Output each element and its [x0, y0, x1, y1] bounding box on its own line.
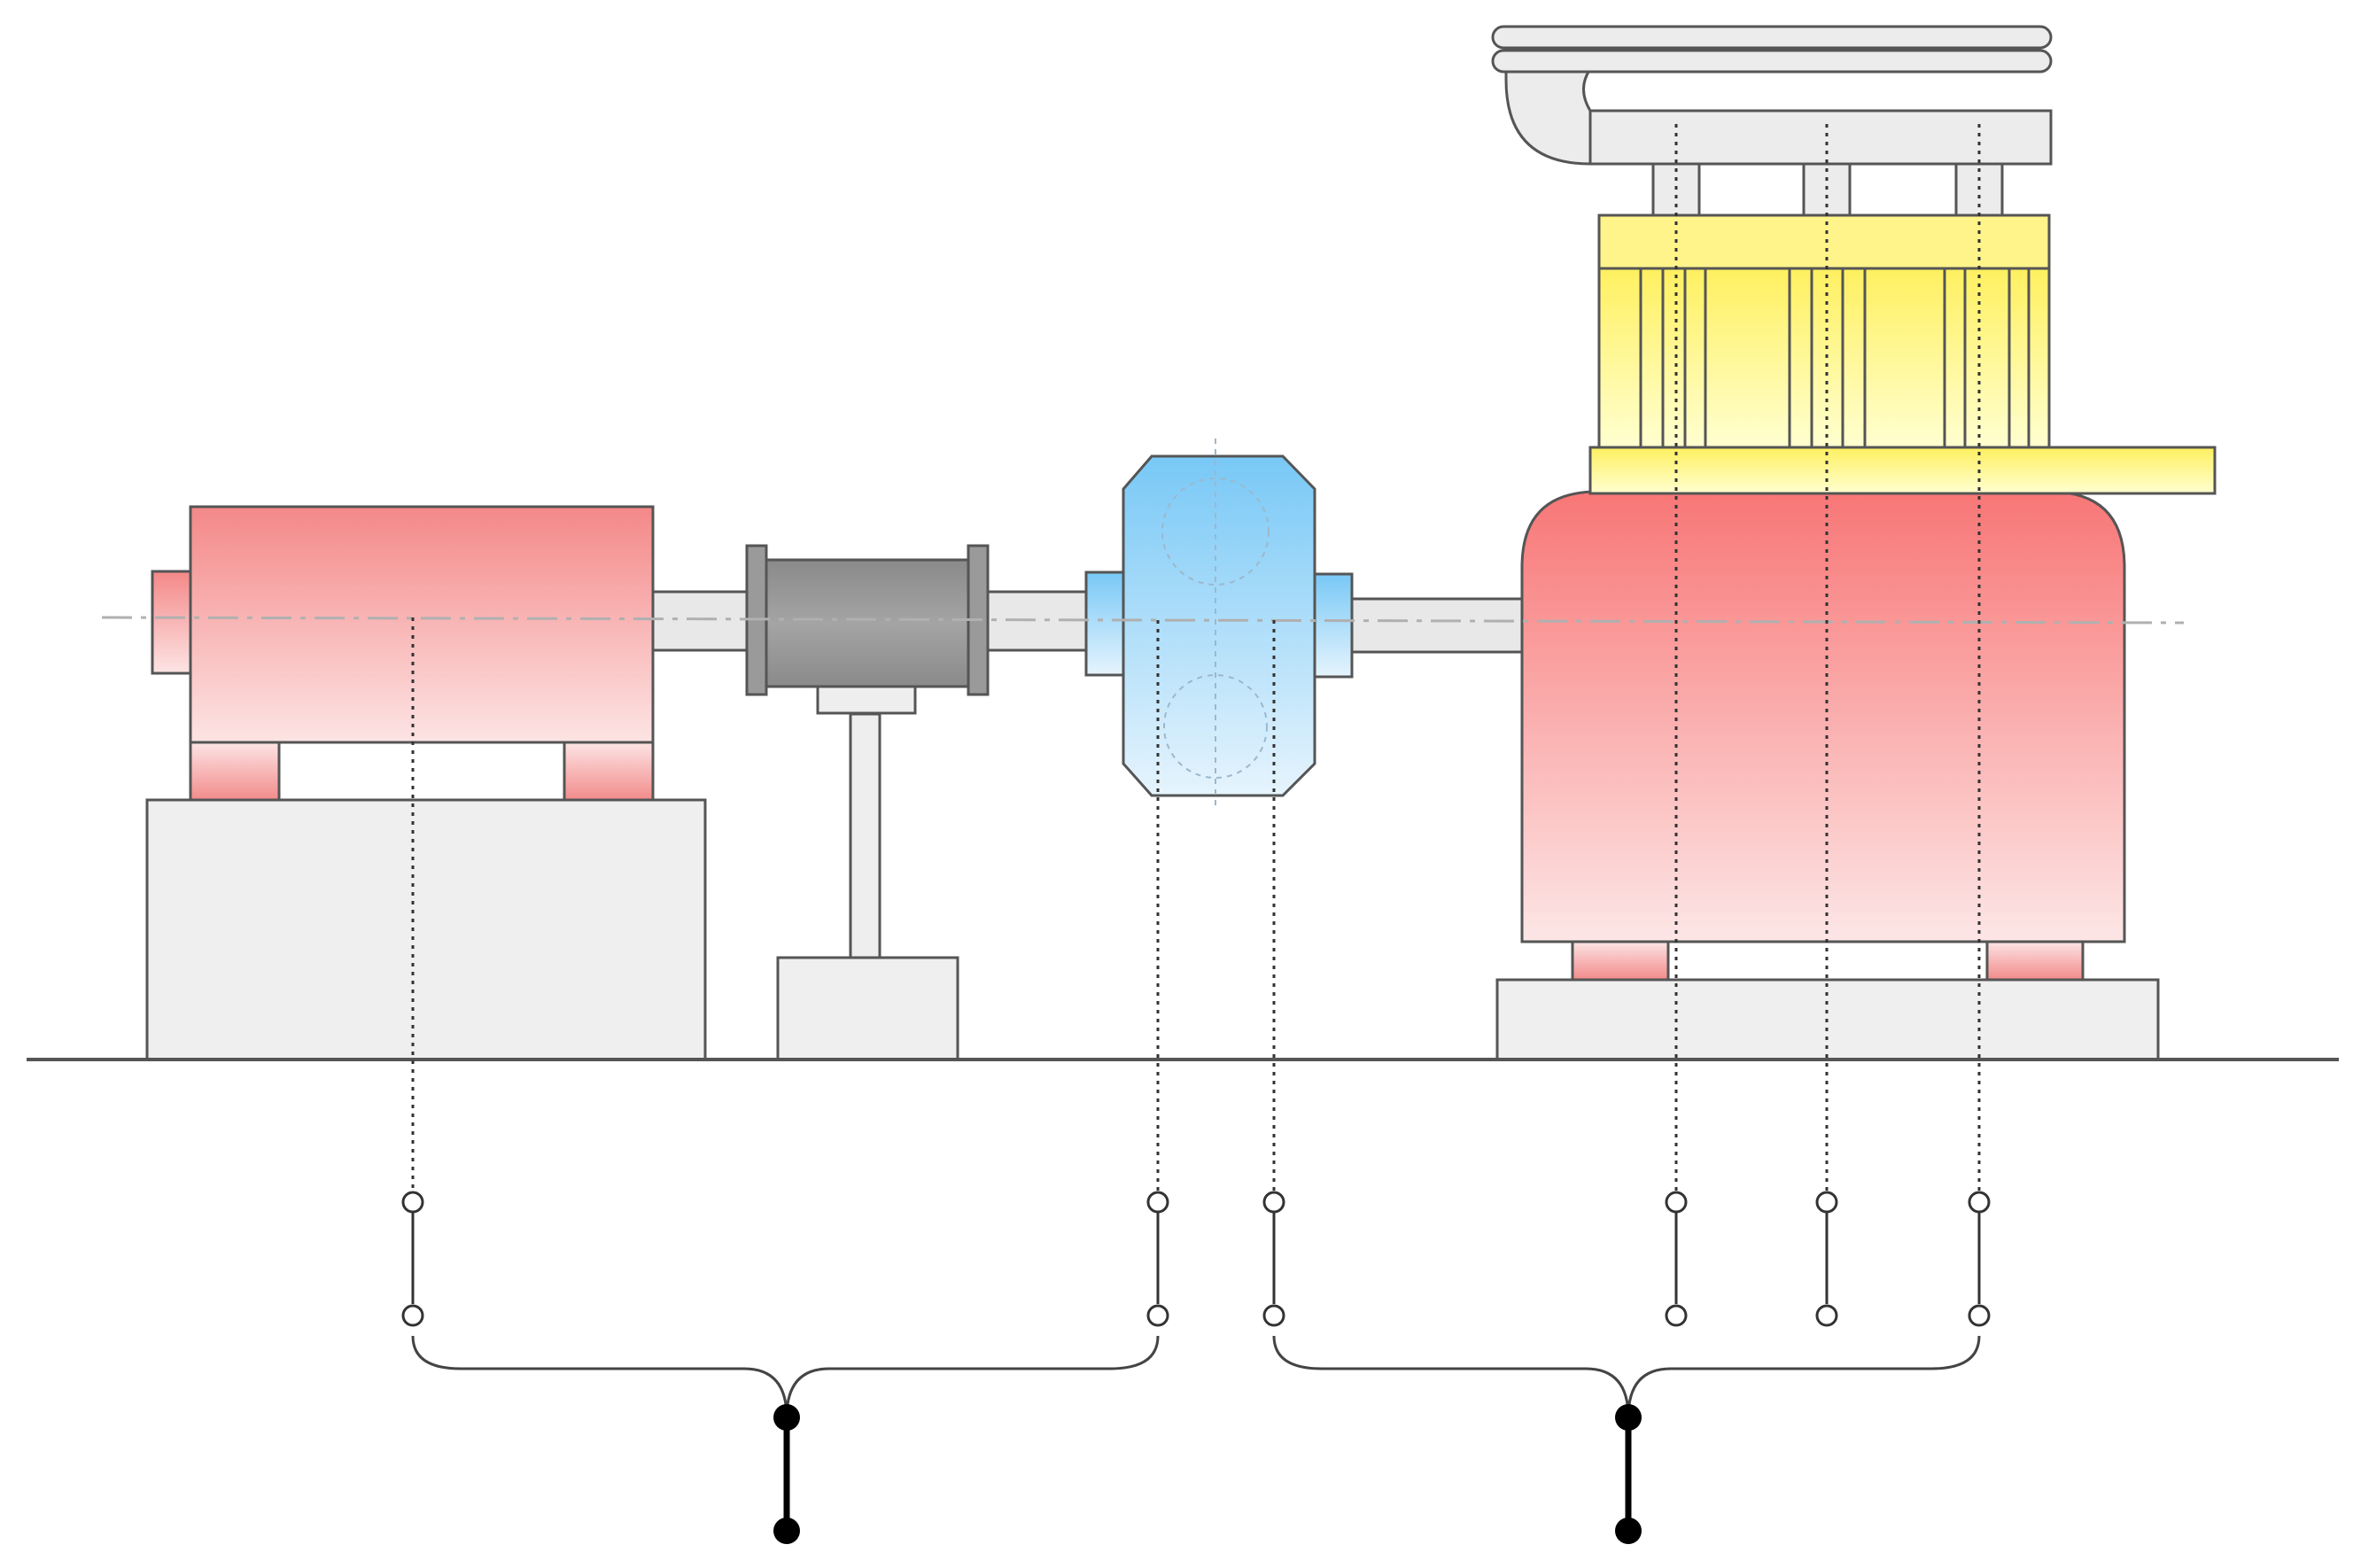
- cooling-pipes: [1491, 25, 2053, 217]
- transformer-foot-right: [1985, 940, 2085, 982]
- cooling-radiator: [1588, 213, 2217, 495]
- motor-foot-right: [563, 741, 655, 803]
- shaft-centerline: [101, 616, 2185, 625]
- switch-right-group: [1262, 1191, 1991, 1327]
- motor: [151, 505, 655, 803]
- transformer: [1520, 490, 2126, 943]
- output-terminal-right: [1615, 1404, 1642, 1544]
- switch-left-group: [401, 1191, 1169, 1327]
- output-terminal-left: [773, 1404, 800, 1544]
- coupling: [745, 544, 990, 959]
- motor-base: [145, 798, 707, 1061]
- gearbox: [1084, 439, 1354, 808]
- motor-body: [189, 505, 655, 744]
- sensor-leads: [411, 124, 1981, 1192]
- transformer-foot-left: [1571, 940, 1670, 982]
- motor-foot-left: [189, 741, 281, 803]
- coupling-support: [776, 956, 959, 1061]
- shaft: [649, 590, 1534, 654]
- motor-shaft-end: [151, 570, 194, 675]
